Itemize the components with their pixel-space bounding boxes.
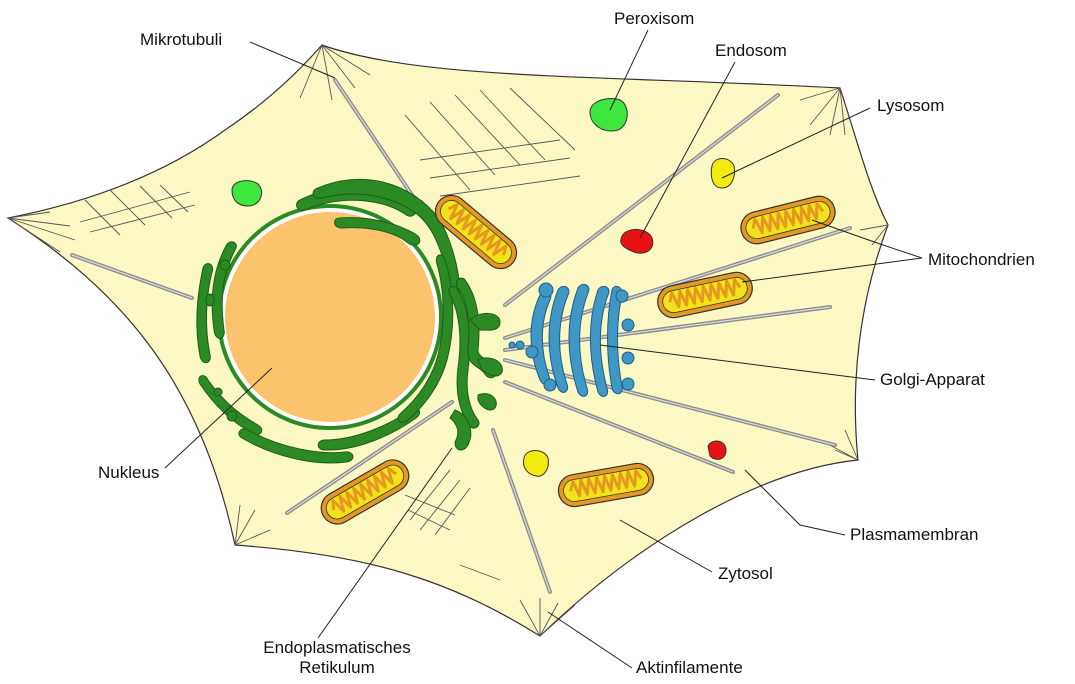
- label-golgi-apparat: Golgi-Apparat: [880, 370, 985, 390]
- label-er-line2: Retikulum: [242, 658, 432, 678]
- endosome-small: [708, 441, 726, 459]
- label-endosom: Endosom: [715, 41, 787, 61]
- label-endoplasmatisches-retikulum: Endoplasmatisches Retikulum: [242, 638, 432, 678]
- label-aktinfilamente: Aktinfilamente: [636, 658, 743, 678]
- peroxisome-small: [232, 181, 262, 206]
- label-plasmamembran: Plasmamembran: [850, 525, 979, 545]
- label-zytosol: Zytosol: [718, 564, 773, 584]
- label-er-line1: Endoplasmatisches: [242, 638, 432, 658]
- label-mitochondrien: Mitochondrien: [928, 250, 1035, 270]
- label-lysosom: Lysosom: [877, 96, 944, 116]
- label-nukleus: Nukleus: [98, 463, 159, 483]
- label-peroxisom: Peroxisom: [614, 9, 694, 29]
- label-mikrotubuli: Mikrotubuli: [140, 30, 222, 50]
